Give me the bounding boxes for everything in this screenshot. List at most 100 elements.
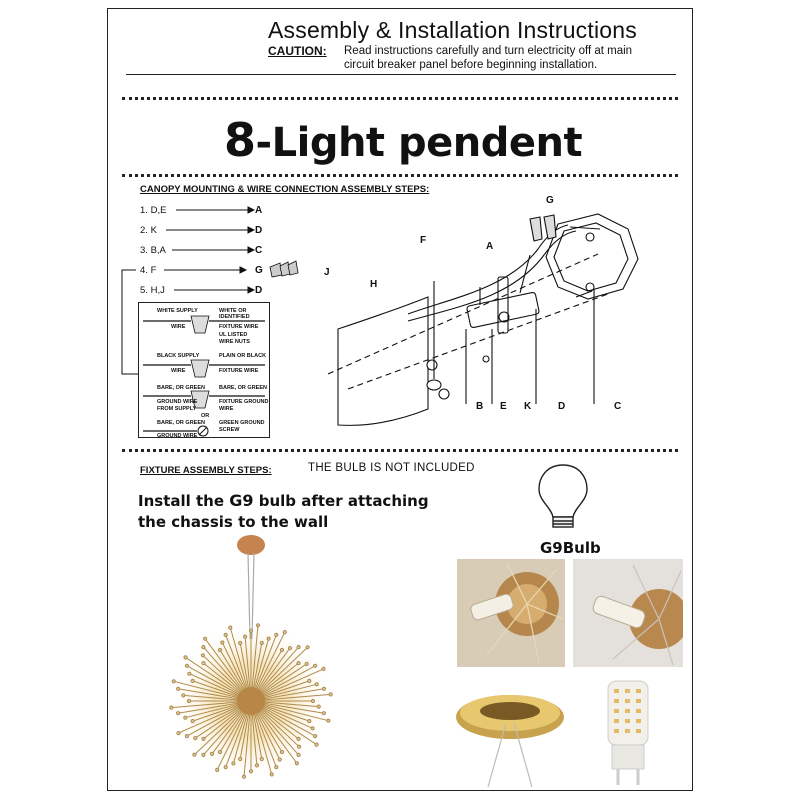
label-G: G — [546, 195, 554, 206]
crystal-bead — [223, 765, 228, 770]
crystal-bead — [294, 761, 299, 766]
canopy-heading: CANOPY MOUNTING & WIRE CONNECTION ASSEMB… — [140, 184, 430, 195]
wire-nut-icon — [190, 315, 210, 409]
step-item: 1. D,E — [140, 205, 167, 216]
headline-number: 8 — [224, 113, 256, 167]
crystal-bead — [176, 711, 181, 716]
crystal-bead — [274, 632, 279, 638]
g9-bulb-icon — [538, 464, 588, 528]
label-A: A — [486, 241, 494, 252]
crystal-bead — [190, 719, 195, 724]
crystal-bead — [266, 636, 271, 641]
crystal-bead — [310, 698, 316, 704]
step-item: 4. F — [140, 265, 157, 276]
crystal-bead — [228, 625, 233, 630]
crystal-bead — [296, 736, 301, 741]
instruction-sheet: Assembly & Installation Instructions CAU… — [107, 8, 693, 791]
crystal-bead — [287, 646, 293, 651]
install-instruction: Install the G9 bulb after attaching the … — [138, 491, 429, 531]
fixture-heading: FIXTURE ASSEMBLY STEPS: — [140, 465, 272, 476]
crystal-bead — [297, 744, 302, 749]
chandelier-image — [169, 535, 333, 781]
canopy-icon — [237, 535, 265, 555]
crystal-bead — [184, 663, 189, 668]
step-target: D — [255, 225, 263, 236]
crystal-bead — [269, 772, 274, 777]
crystal-bead — [231, 761, 236, 766]
crystal-bead — [238, 756, 243, 762]
crystal-bead — [201, 645, 206, 650]
crystal-bead — [314, 742, 319, 747]
steps-arrows — [121, 206, 299, 375]
caution-label: CAUTION: — [268, 44, 327, 58]
crystal-bead — [277, 757, 282, 762]
crystal-bead — [279, 749, 285, 755]
bulb-install-photo-2 — [573, 559, 683, 667]
step-item: 2. K — [140, 225, 157, 236]
crystal-bead — [296, 645, 301, 650]
crystal-bead — [209, 751, 215, 756]
canopy-exploded-diagram — [327, 213, 639, 426]
label-C: C — [614, 401, 622, 412]
wire-nut-icon — [269, 260, 299, 278]
step-item: 3. B,A — [140, 245, 166, 256]
crystal-bead — [241, 774, 247, 779]
crystal-bead — [296, 661, 301, 666]
crystal-bead — [304, 661, 309, 666]
step-target: G — [255, 265, 263, 276]
crystal-bead — [296, 752, 301, 757]
dotted-divider-top — [122, 97, 678, 100]
crystal-bead — [316, 704, 321, 709]
crystal-bead — [169, 705, 174, 710]
crystal-bead — [217, 749, 223, 755]
crystal-bead — [183, 655, 188, 660]
crystal-bead — [282, 630, 287, 635]
crystal-bead — [201, 736, 206, 741]
g9-bulb-photo — [607, 680, 649, 785]
crystal-bead — [203, 636, 208, 641]
crystal-bead — [328, 692, 333, 697]
crystal-bead — [274, 765, 279, 770]
crystal-bead — [307, 678, 312, 683]
dotted-divider-mid — [122, 174, 678, 177]
crystal-bead — [238, 640, 243, 646]
ground-screw-icon — [197, 425, 209, 437]
crystal-bead — [176, 731, 181, 736]
crystal-bead — [190, 678, 195, 683]
bulb-label: G9Bulb — [540, 539, 601, 557]
crystal-bead — [183, 715, 188, 720]
page-title: Assembly & Installation Instructions — [268, 17, 637, 43]
header-rule — [126, 74, 676, 75]
crystal-bead — [171, 679, 176, 684]
crystal-bead — [193, 736, 198, 741]
crystal-bead — [310, 726, 315, 731]
crystal-bead — [314, 682, 319, 687]
headline-text: -Light pendent — [255, 120, 583, 166]
crystal-bead — [243, 634, 248, 639]
crystal-bead — [313, 734, 318, 739]
product-headline: 8-Light pendent — [224, 113, 583, 167]
label-B: B — [476, 401, 484, 412]
step-target: D — [255, 285, 263, 296]
crystal-bead — [187, 671, 192, 676]
crystal-bead — [217, 647, 223, 653]
crystal-bead — [255, 623, 261, 628]
crystal-bead — [201, 661, 206, 666]
crystal-bead — [321, 711, 326, 716]
canopy-photo — [448, 677, 568, 787]
crystal-bead — [321, 666, 326, 671]
label-J: J — [324, 267, 330, 278]
crystal-bead — [223, 632, 228, 638]
crystal-bead — [307, 719, 312, 724]
crystal-bead — [192, 752, 197, 757]
crystal-bead — [248, 628, 254, 633]
label-D: D — [558, 401, 566, 412]
crystal-bead — [176, 686, 181, 691]
crystal-bead — [248, 769, 254, 774]
crystal-bead — [184, 734, 189, 739]
crystal-bead — [201, 752, 206, 757]
dotted-divider-bottom — [122, 449, 678, 452]
label-E: E — [500, 401, 507, 412]
crystal-bead — [259, 756, 264, 762]
caution-text: Read instructions carefully and turn ele… — [344, 45, 633, 71]
